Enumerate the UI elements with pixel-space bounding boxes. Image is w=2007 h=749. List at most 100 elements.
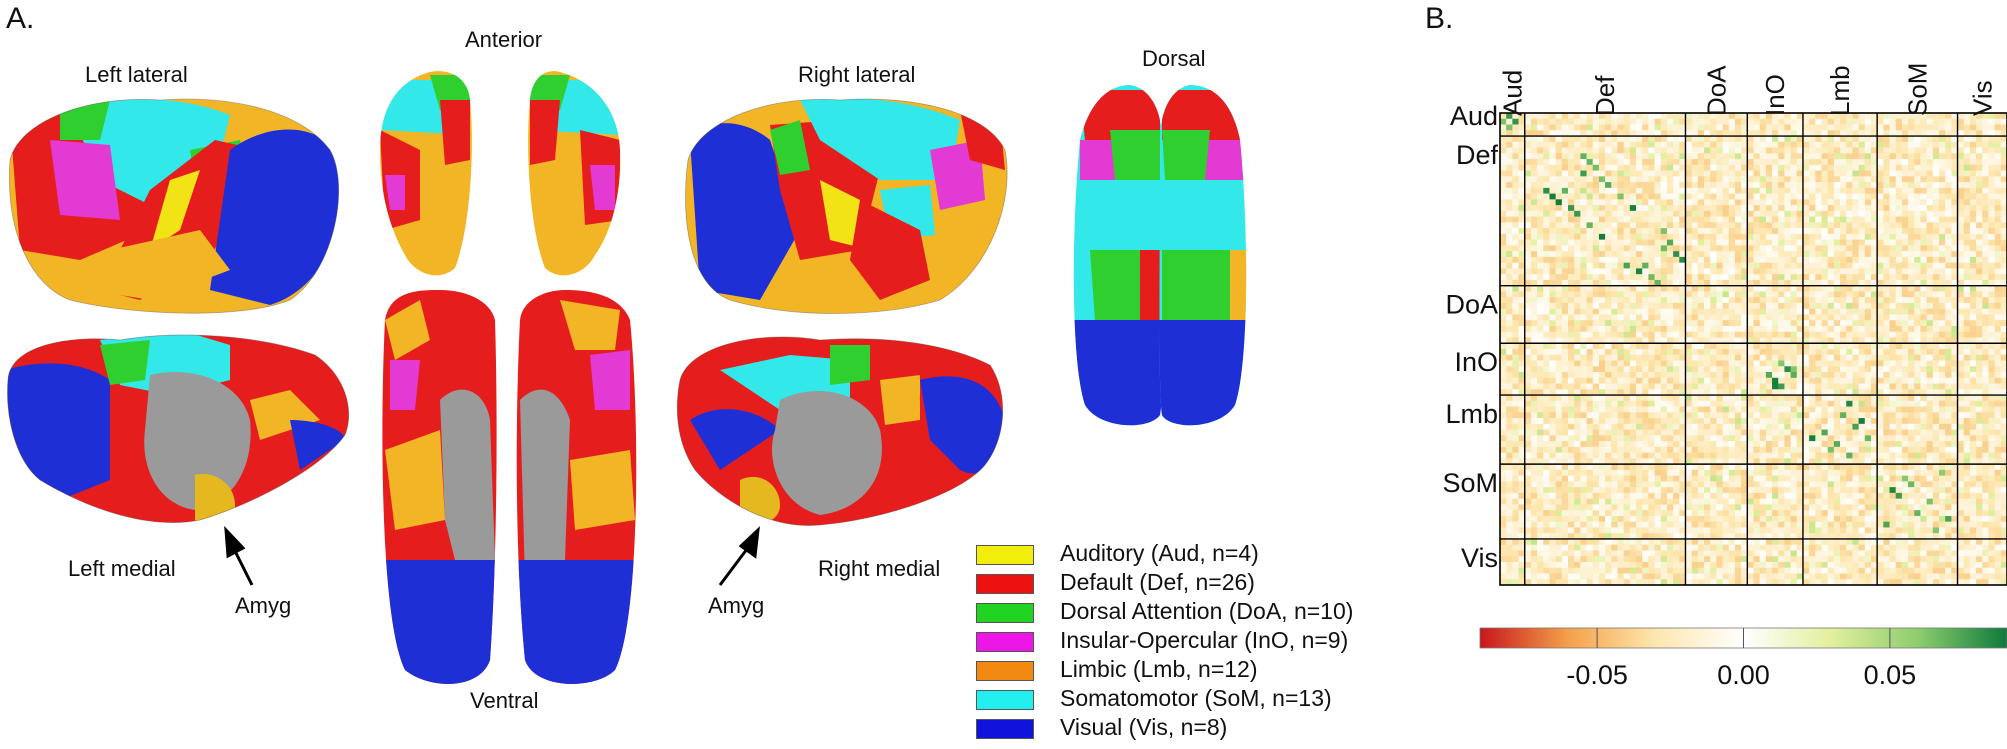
matrix-cell — [1691, 423, 1699, 430]
matrix-cell — [1549, 446, 1557, 454]
matrix-cell — [1605, 377, 1612, 384]
matrix-cell — [1623, 446, 1631, 454]
matrix-cell — [1932, 256, 1940, 264]
matrix-cell — [1524, 118, 1532, 125]
matrix-cell — [1852, 395, 1860, 402]
matrix-cell — [1821, 308, 1829, 315]
matrix-cell — [1908, 159, 1915, 166]
matrix-cell — [1642, 159, 1649, 166]
matrix-cell — [1802, 182, 1810, 189]
matrix-cell — [1673, 406, 1680, 413]
matrix-cell — [1833, 170, 1841, 177]
matrix-cell — [2000, 239, 2007, 246]
matrix-cell — [1932, 285, 1940, 292]
matrix-cell — [1852, 325, 1860, 333]
matrix-cell — [1605, 205, 1612, 212]
matrix-cell — [1815, 297, 1822, 304]
matrix-cell — [1963, 452, 1971, 459]
matrix-cell — [1642, 435, 1649, 442]
matrix-cell — [1790, 366, 1798, 373]
matrix-cell — [1500, 182, 1507, 189]
matrix-cell — [1821, 176, 1829, 183]
matrix-cell — [1518, 395, 1526, 402]
matrix-cell — [1518, 170, 1526, 177]
matrix-cell — [1827, 233, 1835, 241]
matrix-cell — [1561, 130, 1569, 137]
matrix-cell — [1988, 446, 1996, 454]
matrix-cell — [1561, 199, 1569, 206]
matrix-cell — [1889, 251, 1897, 258]
matrix-cell — [1592, 395, 1600, 402]
matrix-cell — [1877, 164, 1884, 171]
matrix-cell — [1623, 458, 1631, 465]
matrix-cell — [1623, 400, 1631, 407]
matrix-cell — [1710, 406, 1717, 413]
matrix-cell — [1741, 354, 1748, 361]
matrix-cell — [1957, 274, 1965, 281]
matrix-cell — [1734, 182, 1742, 189]
matrix-cell — [1988, 383, 1996, 390]
matrix-cell — [1994, 176, 2002, 183]
matrix-cell — [1568, 446, 1575, 454]
matrix-cell — [1778, 136, 1785, 143]
matrix-cell — [1611, 452, 1618, 459]
matrix-cell — [1840, 256, 1847, 264]
matrix-cell — [1747, 349, 1754, 356]
matrix-cell — [1926, 210, 1934, 218]
matrix-cell — [1549, 337, 1557, 344]
matrix-cell — [1833, 193, 1841, 200]
matrix-cell — [1963, 239, 1971, 246]
matrix-cell — [1512, 216, 1519, 223]
matrix-cell — [1586, 372, 1594, 379]
matrix-cell — [1889, 141, 1897, 148]
matrix-cell — [1543, 228, 1550, 235]
matrix-cell — [1710, 279, 1717, 287]
matrix-cell — [1796, 239, 1804, 246]
matrix-cell — [1512, 245, 1519, 252]
matrix-cell — [1660, 233, 1668, 241]
matrix-cell — [1512, 291, 1519, 298]
matrix-cell — [1636, 406, 1643, 413]
matrix-cell — [1908, 187, 1915, 194]
matrix-cell — [1765, 331, 1773, 338]
matrix-cell — [1598, 274, 1606, 281]
matrix-cell — [1778, 205, 1785, 212]
matrix-cell — [1734, 383, 1742, 390]
matrix-cell — [1629, 435, 1637, 442]
matrix-cell — [1710, 136, 1717, 143]
matrix-cell — [1704, 251, 1711, 258]
matrix-cell — [1969, 182, 1977, 189]
matrix-cell — [2000, 372, 2007, 379]
matrix-cell — [1586, 210, 1594, 218]
matrix-cell — [1784, 279, 1791, 287]
matrix-cell — [1914, 274, 1921, 281]
matrix-cell — [1574, 216, 1581, 223]
matrix-cell — [1870, 343, 1878, 350]
matrix-cell — [1765, 429, 1773, 436]
matrix-cell — [1963, 205, 1971, 212]
matrix-cell — [1568, 412, 1575, 419]
matrix-cell — [1796, 337, 1804, 344]
matrix-cell — [1561, 343, 1569, 350]
matrix-cell — [1852, 343, 1860, 350]
matrix-cell — [1821, 159, 1829, 166]
matrix-cell — [1512, 325, 1519, 333]
matrix-cell — [1512, 199, 1519, 206]
matrix-cell — [1926, 302, 1934, 310]
matrix-cell — [1926, 222, 1934, 229]
matrix-cell — [1555, 366, 1563, 373]
matrix-cell — [1716, 170, 1723, 177]
matrix-cell — [1685, 377, 1693, 384]
matrix-cell — [1988, 187, 1996, 194]
matrix-cell — [1500, 216, 1507, 223]
matrix-cell — [1704, 418, 1711, 425]
matrix-cell — [1636, 383, 1643, 390]
matrix-cell — [1883, 435, 1890, 442]
matrix-cell — [1765, 360, 1773, 367]
matrix-cell — [1660, 314, 1668, 321]
matrix-cell — [1654, 297, 1662, 304]
matrix-cell — [1920, 170, 1928, 177]
matrix-cell — [1524, 297, 1532, 304]
matrix-cell — [1623, 395, 1631, 402]
matrix-cell — [1846, 308, 1853, 315]
